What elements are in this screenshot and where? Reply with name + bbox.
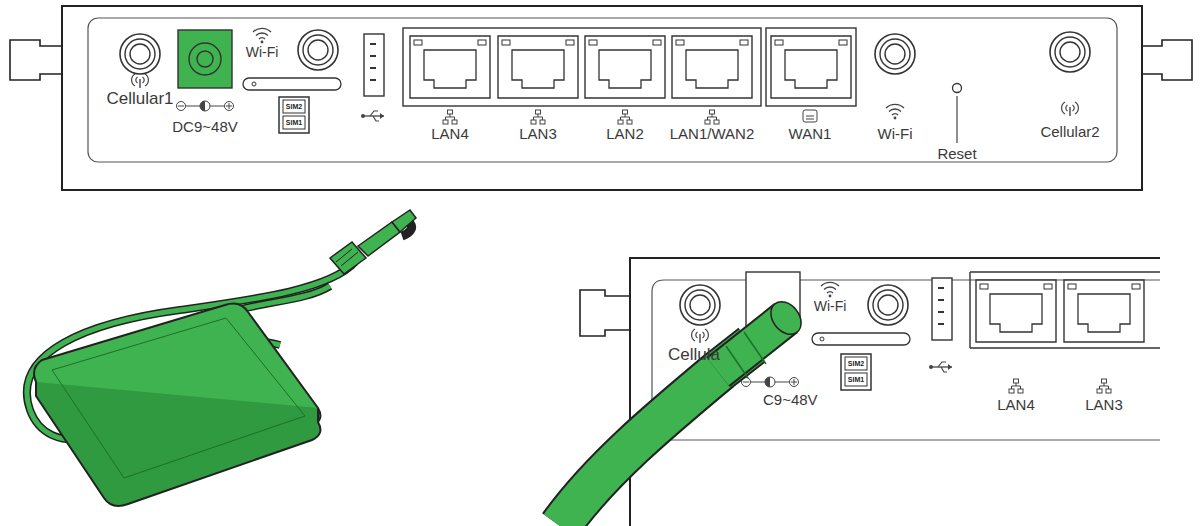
power-label: DC9~48V [172, 119, 237, 134]
port-label: Wi-Fi [878, 126, 913, 141]
sim-label: SIM1 [848, 376, 864, 383]
sim-label: SIM2 [848, 360, 864, 367]
port-label: Wi-Fi [814, 299, 847, 313]
port-label: LAN3 [1085, 397, 1123, 412]
port-label: WAN1 [789, 126, 832, 141]
port-label: LAN4 [997, 397, 1035, 412]
port-label: Cellular1 [106, 90, 173, 107]
port-label: Cellular2 [1040, 124, 1099, 139]
sim-label: SIM2 [286, 103, 302, 110]
port-label: Cellula [668, 346, 720, 363]
port-label: LAN1/WAN2 [670, 126, 754, 141]
button-label: Reset [937, 146, 976, 161]
port-label: LAN3 [519, 126, 557, 141]
port-label: Wi-Fi [246, 45, 279, 59]
port-label: LAN4 [431, 126, 469, 141]
power-label: C9~48V [763, 392, 818, 407]
sim-label: SIM1 [286, 119, 302, 126]
port-label: LAN2 [606, 126, 644, 141]
